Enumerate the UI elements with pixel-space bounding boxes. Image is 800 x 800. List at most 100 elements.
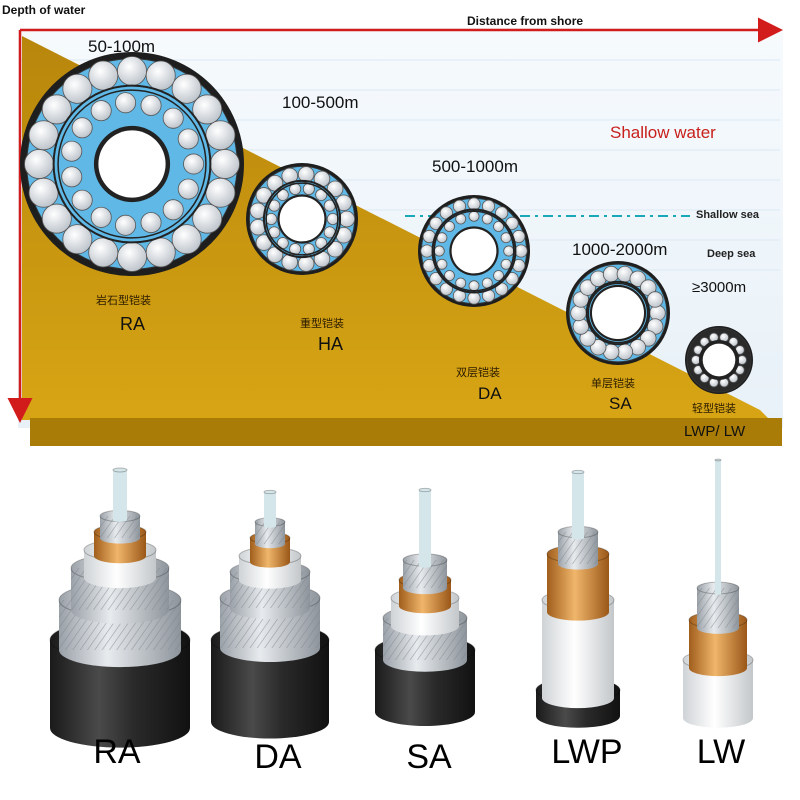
outer-jacket-layer-bottom xyxy=(375,698,475,726)
section-armour-wire xyxy=(590,339,607,356)
product-cable xyxy=(374,487,476,726)
product-label-lw: LW xyxy=(696,733,746,771)
section-armour-wire xyxy=(41,94,72,125)
section-armour-wire xyxy=(145,60,176,91)
section-armour-wire xyxy=(640,330,657,347)
section-armour-wire xyxy=(24,149,55,179)
section-armour-wire xyxy=(326,212,339,225)
cable-depth-diagram: Depth of water Distance from shore Shall… xyxy=(2,3,783,446)
product-cable xyxy=(535,469,621,728)
section-armour-wire xyxy=(205,120,236,151)
section-armour-wire xyxy=(162,107,184,129)
section-separator-ring xyxy=(265,182,339,256)
copper-tube-layer-bottom xyxy=(689,659,747,677)
section-separator-ring xyxy=(52,84,212,244)
shallow-water-label: Shallow water xyxy=(610,123,716,142)
section-armour-wire xyxy=(192,203,223,234)
cable-depth-label: 100-500m xyxy=(282,93,359,112)
section-core xyxy=(702,343,736,377)
fiber-unit-layer-top xyxy=(263,489,277,495)
section-armour-wire xyxy=(177,128,199,150)
copper-tube-layer-bottom xyxy=(250,556,290,568)
cable-type-code: HA xyxy=(318,334,343,354)
section-armour-wire xyxy=(649,304,666,322)
section-armour-wire xyxy=(579,279,596,296)
fiber-unit-layer-top xyxy=(571,469,585,475)
cable-product-illustrations xyxy=(49,458,754,748)
y-axis-label: Depth of water xyxy=(2,3,86,17)
section-armour-wire xyxy=(646,291,664,308)
seabed-base xyxy=(30,418,782,446)
product-label-ra: RA xyxy=(93,733,141,771)
section-separator-ring xyxy=(433,210,515,292)
cable-depth-label: 1000-2000m xyxy=(572,240,667,259)
section-separator-ring xyxy=(587,282,649,344)
outer-jacket-layer-bottom xyxy=(211,705,329,739)
section-armour-wire xyxy=(192,94,223,125)
cable-section xyxy=(418,195,530,307)
armour-wire-layer-strands xyxy=(255,522,285,544)
armour-wire-layer-strands xyxy=(100,516,140,538)
fiber-unit-layer-top xyxy=(714,458,722,462)
section-armour-wire xyxy=(183,153,205,175)
fiber-unit-layer-bottom xyxy=(572,536,584,540)
section-armour-wire xyxy=(493,221,504,232)
cable-section xyxy=(566,261,670,365)
cable-type-code: RA xyxy=(120,314,145,334)
section-armour-wire xyxy=(297,255,315,272)
section-armour-wire xyxy=(503,245,515,257)
copper-tube-layer-bottom xyxy=(399,598,451,614)
section-armour-wire xyxy=(177,178,199,200)
section-armour-wire xyxy=(62,224,93,255)
cable-type-cn: 轻型铠装 xyxy=(692,401,736,415)
section-armour-wire xyxy=(71,189,93,211)
section-armour-wire xyxy=(467,197,481,211)
insulation-layer-bottom xyxy=(239,571,301,589)
section-armour-wire xyxy=(210,149,240,179)
fiber-unit-layer-bottom xyxy=(113,518,127,522)
cable-type-code: LWP/ LW xyxy=(684,423,746,440)
section-core xyxy=(279,196,325,242)
product-cable xyxy=(210,489,330,739)
outer-jacket-layer-bottom xyxy=(536,704,620,728)
section-armour-wire xyxy=(171,73,202,104)
section-core xyxy=(592,287,644,339)
section-armour-wire xyxy=(145,237,176,268)
section-core xyxy=(451,228,497,274)
section-armour-wire xyxy=(616,343,634,361)
insulation-layer-bottom xyxy=(84,567,156,589)
shallow-sea-label: Shallow sea xyxy=(696,209,760,221)
section-armour-wire xyxy=(88,60,119,91)
cable-type-code: DA xyxy=(478,384,502,403)
section-armour-wire xyxy=(140,212,162,234)
cable-cross-sections xyxy=(20,52,753,394)
fiber-unit-layer xyxy=(419,490,431,566)
section-armour-wire xyxy=(338,210,356,228)
product-cable xyxy=(682,458,754,728)
section-armour-wire xyxy=(249,202,267,220)
section-armour-wire xyxy=(140,94,162,116)
fiber-unit-layer xyxy=(113,470,127,520)
cable-art xyxy=(49,458,754,748)
fiber-unit-layer-bottom xyxy=(264,524,276,528)
cable-type-cn: 单层铠装 xyxy=(591,376,635,390)
section-armour-wire xyxy=(88,237,119,268)
fiber-unit-layer xyxy=(715,460,721,594)
section-armour-wire xyxy=(265,212,278,225)
section-armour-wire xyxy=(115,214,137,236)
section-armour-wire xyxy=(249,218,267,236)
section-armour-wire xyxy=(297,166,315,183)
section-armour-wire xyxy=(572,318,590,335)
section-armour-wire xyxy=(62,73,93,104)
insulation-layer-bottom xyxy=(391,616,459,636)
section-armour-wire xyxy=(444,221,455,232)
section-separator-ring xyxy=(262,179,342,259)
section-armour-wire xyxy=(420,244,434,258)
copper-tube-layer-bottom xyxy=(547,603,609,621)
section-core xyxy=(98,130,166,198)
section-armour-wire xyxy=(28,177,59,208)
section-armour-wire xyxy=(629,270,646,287)
cable-section xyxy=(20,52,244,276)
section-armour-wire xyxy=(41,203,72,234)
section-armour-wire xyxy=(162,199,184,221)
